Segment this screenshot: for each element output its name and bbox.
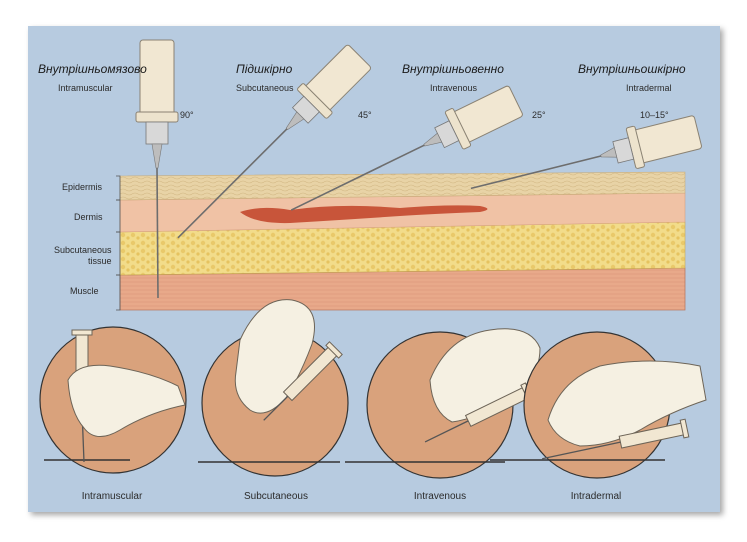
title-en-intradermal: Intradermal <box>626 83 672 93</box>
technique-circle-intravenous <box>345 328 541 479</box>
vein <box>240 205 488 224</box>
layer-label-epidermis: Epidermis <box>62 182 103 192</box>
title-en-intramuscular: Intramuscular <box>58 83 113 93</box>
syringe-intradermal <box>470 115 702 190</box>
technique-circle-intramuscular <box>39 326 187 474</box>
angle-intradermal: 10–15° <box>640 110 669 120</box>
syringe-intravenous <box>290 85 523 211</box>
layer-brackets <box>116 175 121 311</box>
syringe-subcutaneous <box>177 44 371 239</box>
title-uk-subcutaneous: Підшкірно <box>236 62 293 76</box>
angle-intravenous: 25° <box>532 110 546 120</box>
title-uk-intradermal: Внутрішньошкірно <box>578 62 686 76</box>
skin-cross-section <box>119 171 686 311</box>
muscle-layer <box>119 267 686 311</box>
title-uk-intravenous: Внутрішньовенно <box>402 62 504 76</box>
title-uk-intramuscular: Внутрішньомязово <box>38 62 147 76</box>
title-en-intravenous: Intravenous <box>430 83 478 93</box>
caption-subcutaneous: Subcutaneous <box>244 491 308 502</box>
technique-illustrations <box>39 299 707 479</box>
layer-label-dermis: Dermis <box>74 212 103 222</box>
angle-subcutaneous: 45° <box>358 110 372 120</box>
layer-label-subcutaneous: Subcutaneous tissue <box>54 245 112 266</box>
syringe-intramuscular <box>135 39 179 299</box>
technique-circle-subcutaneous <box>198 299 349 477</box>
layer-label-muscle: Muscle <box>70 286 99 296</box>
angle-intramuscular: 90° <box>180 110 194 120</box>
title-en-subcutaneous: Subcutaneous <box>236 83 294 93</box>
caption-intravenous: Intravenous <box>413 491 467 502</box>
technique-circle-intradermal <box>490 331 707 479</box>
caption-intradermal: Intradermal <box>570 491 622 502</box>
caption-intramuscular: Intramuscular <box>81 491 143 502</box>
